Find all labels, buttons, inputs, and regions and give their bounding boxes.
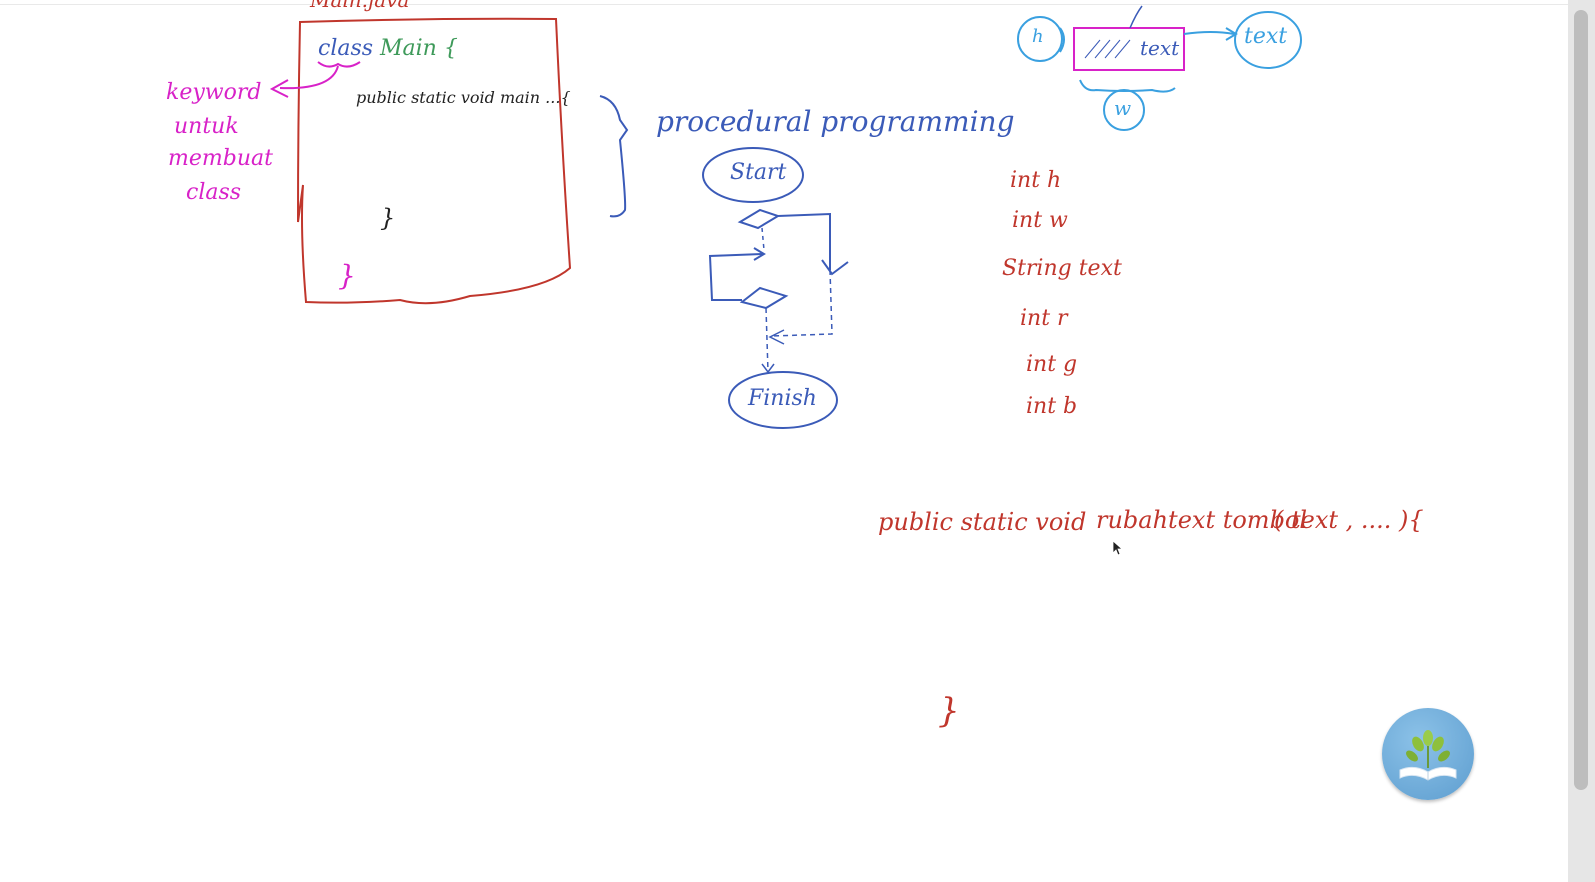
- annotation-line-2: untuk: [174, 114, 239, 139]
- book-plant-logo-icon: [1382, 708, 1474, 800]
- method-params: ( text , .... ){: [1274, 506, 1424, 534]
- method-close-brace-red: }: [938, 691, 960, 731]
- flowchart-finish-node: [728, 371, 838, 429]
- variable-int-r: int r: [1020, 306, 1068, 331]
- procedural-programming-label: procedural programming: [656, 105, 1015, 138]
- variable-string-text: String text: [1002, 256, 1122, 281]
- object-left-label: h: [1032, 26, 1044, 47]
- variable-int-w: int w: [1012, 208, 1068, 233]
- variable-int-h: int h: [1010, 168, 1062, 193]
- method-close-brace: }: [380, 204, 396, 232]
- object-center-box: [1073, 27, 1185, 71]
- object-center-label: text: [1140, 36, 1180, 60]
- mouse-cursor-icon: [1112, 540, 1124, 556]
- method-modifiers: public static void: [878, 508, 1087, 536]
- flowchart-decision-2: [739, 286, 789, 310]
- object-bottom-label: w: [1114, 96, 1132, 120]
- object-bottom-node: [1103, 89, 1145, 131]
- object-right-label: text: [1244, 24, 1288, 49]
- variable-int-b: int b: [1026, 394, 1078, 419]
- flowchart-start-label: Start: [730, 160, 787, 185]
- main-method-line: public static void main ...{: [356, 88, 571, 107]
- object-left-node: [1017, 16, 1063, 62]
- annotation-line-3: membuat: [168, 146, 273, 171]
- object-right-node: [1234, 11, 1302, 69]
- annotation-line-1: keyword: [166, 80, 262, 105]
- variable-int-g: int g: [1026, 352, 1078, 377]
- annotation-line-4: class: [186, 180, 242, 205]
- flowchart-start-node: [702, 147, 804, 203]
- file-name-label: Main.java: [310, 0, 410, 12]
- class-name: Main {: [380, 36, 458, 61]
- method-name: rubahtext tombol: [1096, 506, 1308, 534]
- top-divider: [0, 4, 1568, 5]
- flowchart-finish-label: Finish: [748, 386, 817, 411]
- class-keyword: class: [318, 36, 374, 61]
- scrollbar-thumb[interactable]: [1574, 10, 1588, 790]
- class-close-brace: }: [338, 259, 356, 292]
